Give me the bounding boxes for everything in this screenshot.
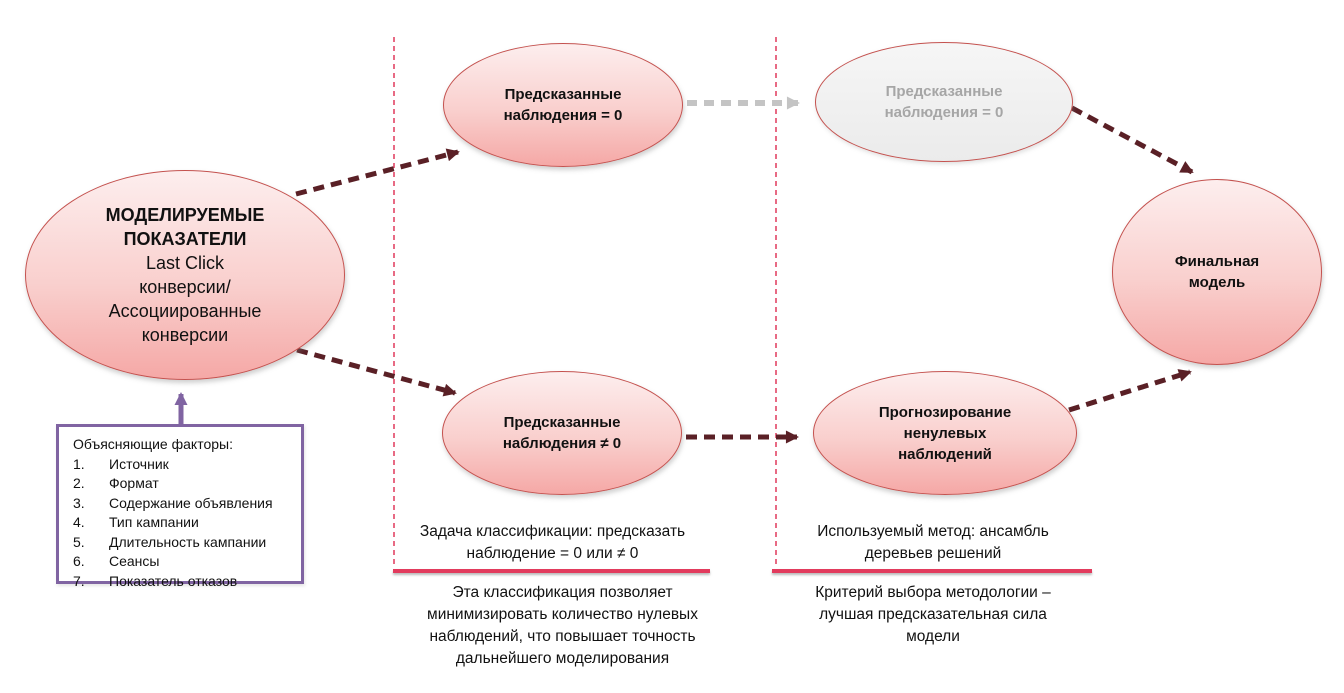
- factor-item: Источник: [73, 455, 169, 474]
- node-forecast-nonzero: Прогнозирование ненулевых наблюдений: [813, 371, 1077, 495]
- method-label: Используемый метод: ансамбль деревьев ре…: [817, 523, 1049, 562]
- node-final-model-label: Финальная модель: [1174, 253, 1260, 291]
- method-underline: [772, 569, 1092, 573]
- classification-underline: [393, 569, 710, 573]
- explanatory-factors-title: Объясняющие факторы:: [73, 436, 233, 452]
- node-predicted-zero-label: Предсказанные наблюдения = 0: [503, 86, 623, 124]
- node-modeled-metrics: МОДЕЛИРУЕМЫЕ ПОКАЗАТЕЛИ Last Click конве…: [25, 170, 345, 380]
- arrow-source-to-predicted-nonzero: [296, 347, 457, 397]
- factor-item: Длительность кампании: [73, 533, 267, 552]
- node-modeled-metrics-body: Last Click конверсии/ Ассоциированные ко…: [108, 253, 262, 345]
- node-modeled-metrics-title: МОДЕЛИРУЕМЫЕ ПОКАЗАТЕЛИ: [105, 205, 265, 249]
- factor-item: Содержание объявления: [73, 494, 273, 513]
- explanatory-factors-box: Объясняющие факторы: Источник Формат Сод…: [56, 424, 304, 591]
- factor-item: Показатель отказов: [73, 572, 238, 591]
- factor-item: Формат: [73, 474, 159, 493]
- node-forecast-nonzero-label: Прогнозирование ненулевых наблюдений: [878, 403, 1012, 463]
- explanatory-factors-list: Источник Формат Содержание объявления Ти…: [71, 455, 295, 592]
- factor-item: Тип кампании: [73, 513, 199, 532]
- classification-note: Эта классификация позволяет минимизирова…: [427, 584, 698, 667]
- method-note: Критерий выбора методологии – лучшая пре…: [815, 584, 1051, 645]
- factor-item: Сеансы: [73, 552, 160, 571]
- arrow-forecast-to-final: [1068, 369, 1192, 413]
- node-predicted-nonzero-label: Предсказанные наблюдения ≠ 0: [502, 414, 622, 452]
- classification-task-label: Задача классификации: предсказать наблюд…: [419, 523, 686, 562]
- node-predicted-nonzero: Предсказанные наблюдения ≠ 0: [442, 371, 682, 495]
- node-predicted-zero-ghost-label: Предсказанные наблюдения = 0: [884, 83, 1004, 121]
- node-final-model: Финальная модель: [1112, 179, 1322, 365]
- arrow-ghost-to-final: [1070, 105, 1194, 175]
- node-predicted-zero: Предсказанные наблюдения = 0: [443, 43, 683, 167]
- arrow-source-to-predicted-zero: [295, 148, 460, 197]
- node-predicted-zero-ghost: Предсказанные наблюдения = 0: [815, 42, 1073, 162]
